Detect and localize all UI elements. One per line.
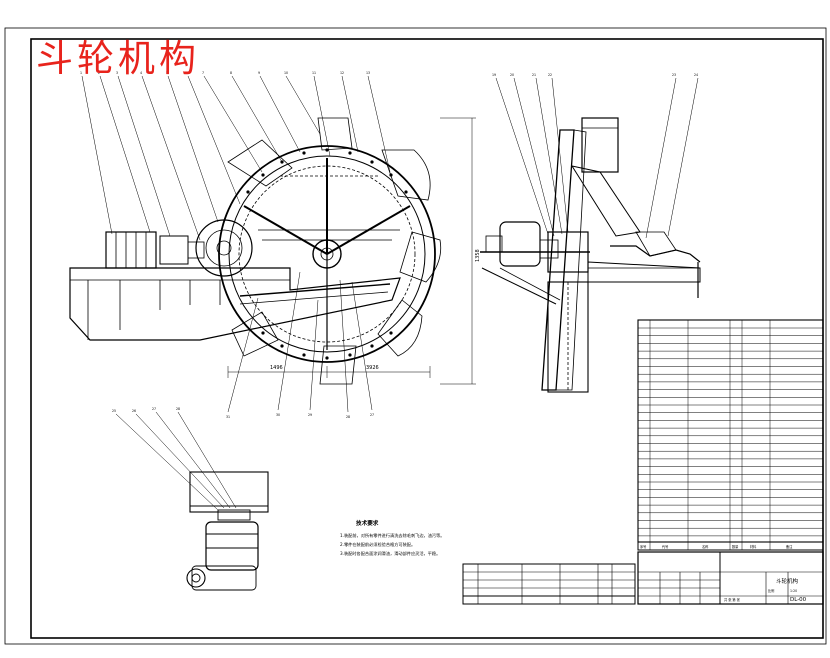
dimension-width-right: 3926 [366, 365, 379, 371]
title-block [637, 551, 824, 605]
title-block-code: DL-00 [790, 597, 807, 603]
callout-label: 6 [186, 71, 188, 75]
callout-label: 9 [258, 71, 260, 75]
parts-header-qty: 数量 [732, 544, 739, 549]
callout-label: 28 [346, 415, 350, 419]
title-block-scale-value: 1:20 [790, 589, 797, 593]
parts-list-header: 序号 代号 名称 数量 材料 备注 [640, 544, 793, 549]
callout-label: 4 [140, 71, 142, 75]
tech-req-line: 3.装配时各配合面涂润滑油，滑动部件应灵活，平稳。 [340, 550, 440, 557]
callout-label: 13 [366, 71, 370, 75]
parts-header-note: 备注 [786, 544, 793, 549]
callout-label: 7 [202, 71, 204, 75]
parts-header-name: 名称 [702, 544, 709, 549]
callout-label: 26 [132, 409, 136, 413]
callout-label: 20 [510, 73, 514, 77]
callout-label: 28 [176, 407, 180, 411]
tech-req-line: 1.装配前，对所有零件进行清洗去除毛刺飞边，油污等。 [340, 532, 445, 539]
technical-requirements: 技术要求 1.装配前，对所有零件进行清洗去除毛刺飞边，油污等。 2.零件在装配前… [340, 519, 445, 557]
title-block-text: 斗轮机构 DL-00 比例 1:20 共 张 第 张 [724, 577, 807, 603]
detail-view [115, 411, 269, 591]
tech-req-heading: 技术要求 [356, 519, 379, 527]
parts-header-code: 代号 [662, 544, 668, 549]
detail-view-callouts: 25 26 27 28 [112, 407, 180, 413]
callout-label: 3 [116, 71, 118, 75]
tech-req-line: 2.零件在装配前必须检验合格方可装配。 [340, 541, 415, 548]
parts-header-material: 材料 [750, 544, 757, 549]
front-view [69, 75, 476, 413]
title-block-sheet: 共 张 第 张 [724, 597, 741, 602]
front-view-callouts-top: 1 2 3 4 5 6 7 8 9 10 11 12 13 [80, 71, 370, 75]
callout-label: 29 [308, 413, 312, 417]
dimension-width-left: 1496 [270, 365, 283, 371]
callout-label: 21 [532, 73, 536, 77]
callout-label: 2 [98, 71, 100, 75]
callout-label: 24 [694, 73, 698, 77]
callout-label: 12 [340, 71, 344, 75]
front-view-callouts-bottom: 31 30 29 28 27 [226, 413, 374, 419]
callout-label: 22 [548, 73, 552, 77]
callout-label: 25 [112, 409, 116, 413]
callout-label: 27 [370, 413, 374, 417]
standard-parts-table [462, 563, 636, 605]
callout-label: 23 [672, 73, 676, 77]
title-block-scale-label: 比例 [768, 588, 774, 593]
parts-list [637, 319, 824, 551]
callout-label: 19 [492, 73, 496, 77]
callout-label: 8 [230, 71, 232, 75]
drawing-title: 斗轮机构 [36, 37, 200, 80]
parts-header-no: 序号 [640, 544, 646, 549]
title-block-name: 斗轮机构 [776, 577, 799, 585]
callout-label: 5 [166, 71, 168, 75]
outer-border [4, 27, 827, 645]
callout-label: 10 [284, 71, 288, 75]
callout-label: 31 [226, 415, 230, 419]
dimension-height: 1358 [475, 249, 481, 262]
callout-label: 11 [312, 71, 316, 75]
callout-label: 27 [152, 407, 156, 411]
side-view-callouts: 19 20 21 22 23 24 [492, 73, 698, 77]
callout-label: 30 [276, 413, 280, 417]
side-view [480, 77, 701, 393]
callout-label: 1 [80, 71, 82, 75]
